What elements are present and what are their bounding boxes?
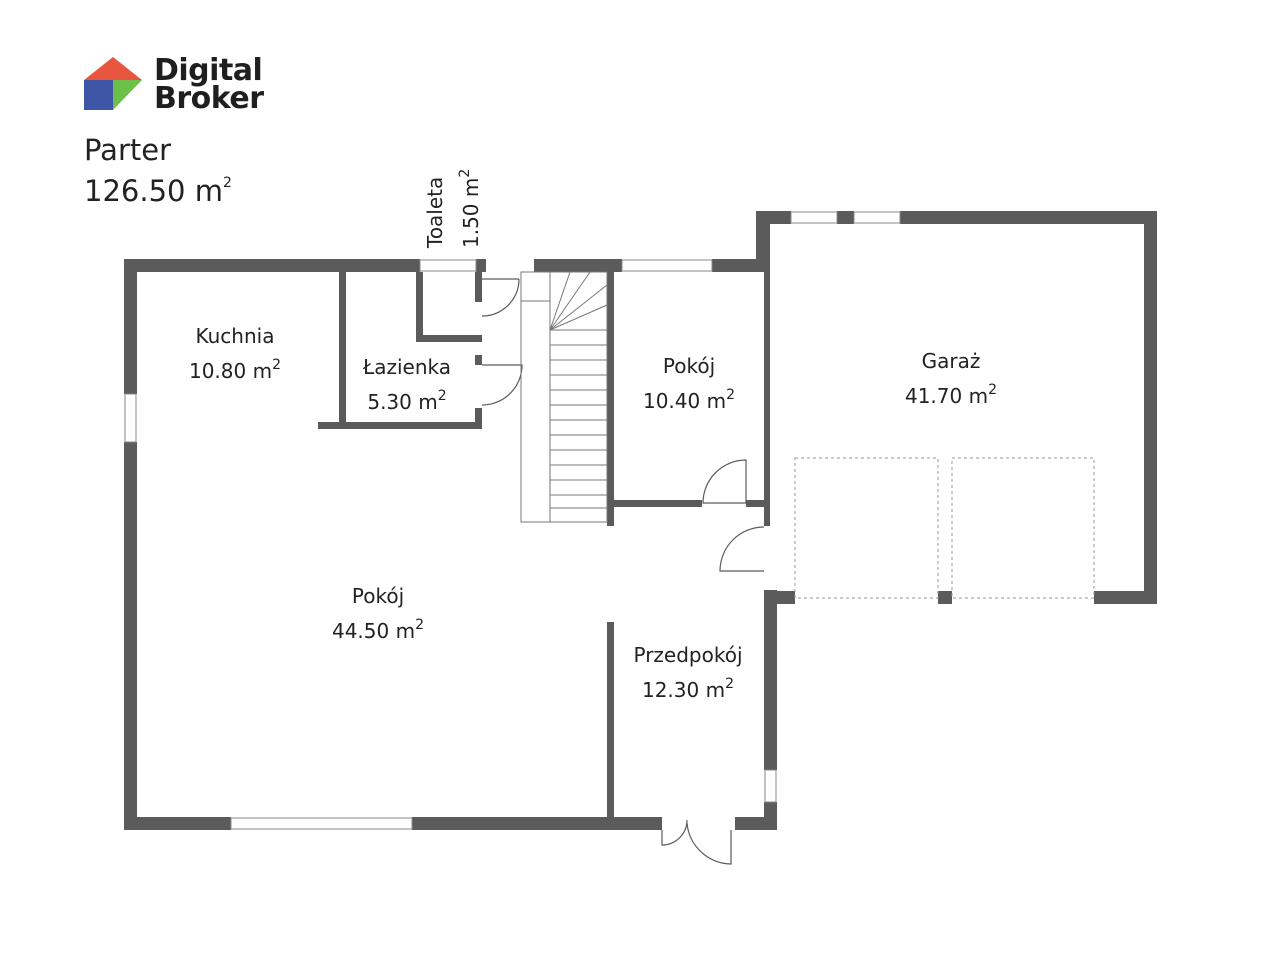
room-label-kuchnia: Kuchnia 10.80 m2 (189, 324, 281, 383)
room-label-pokoj-main: Pokój 44.50 m2 (332, 584, 424, 643)
logo-left-icon (84, 80, 113, 110)
door-garage (719, 526, 765, 572)
room-name-pokoj-main: Pokój (352, 584, 404, 608)
door-bathroom (481, 364, 523, 406)
room-label-toaleta: Toaleta 1.50 m2 (423, 169, 483, 249)
door-toilet (481, 278, 520, 317)
window-kitchen (124, 393, 137, 443)
window-small-room (621, 259, 713, 272)
room-area-kuchnia: 10.80 m2 (189, 357, 281, 383)
room-name-pokoj-small: Pokój (663, 354, 715, 378)
logo-roof-icon (84, 57, 142, 80)
garage-doors (794, 457, 1095, 599)
floor-area: 126.50 m2 (84, 174, 232, 208)
room-area-garaz: 41.70 m2 (905, 382, 997, 408)
window-living-room (230, 817, 413, 830)
window-garage-2 (853, 211, 901, 224)
room-area-pokoj-small: 10.40 m2 (643, 387, 735, 413)
room-label-garaz: Garaż 41.70 m2 (905, 349, 997, 408)
window-hall (764, 769, 777, 803)
door-small-room (702, 459, 747, 504)
room-name-przedpokoj: Przedpokój (633, 643, 742, 667)
brand-name-line2: Broker (154, 81, 264, 116)
room-name-garaz: Garaż (922, 349, 981, 373)
brand-logo: Digital Broker (84, 53, 265, 116)
room-label-lazienka: Łazienka 5.30 m2 (362, 355, 451, 414)
room-label-przedpokoj: Przedpokój 12.30 m2 (633, 643, 742, 702)
room-area-pokoj-main: 44.50 m2 (332, 617, 424, 643)
room-label-pokoj-small: Pokój 10.40 m2 (643, 354, 735, 413)
floor-name: Parter (84, 133, 171, 167)
logo-right-icon (113, 80, 142, 110)
brand-name-line1: Digital (154, 53, 262, 88)
room-area-toaleta: 1.50 m2 (457, 169, 483, 248)
doors (481, 278, 765, 865)
room-area-lazienka: 5.30 m2 (367, 388, 446, 414)
windows (124, 211, 901, 830)
window-garage-1 (790, 211, 838, 224)
door-entrance-right (686, 822, 732, 865)
walls (124, 211, 1157, 830)
room-area-przedpokoj: 12.30 m2 (642, 676, 734, 702)
room-name-kuchnia: Kuchnia (196, 324, 275, 348)
staircase (520, 271, 608, 523)
window-toilet (419, 259, 477, 272)
door-entrance-left (661, 819, 688, 846)
room-name-lazienka: Łazienka (362, 355, 451, 379)
room-name-toaleta: Toaleta (423, 177, 447, 249)
